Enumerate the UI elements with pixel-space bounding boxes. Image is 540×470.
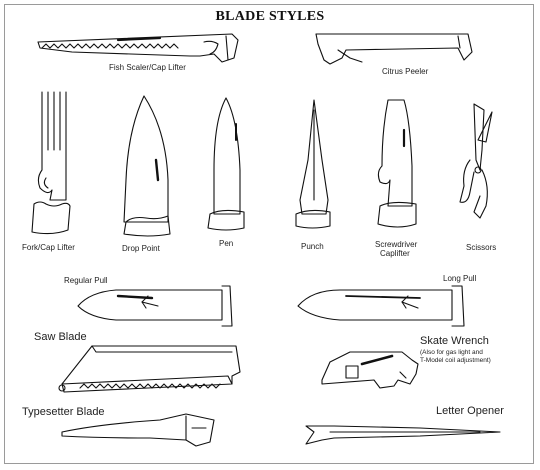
regular-pull-drawing xyxy=(77,285,233,327)
drop-point-drawing xyxy=(123,95,171,237)
page-title: BLADE STYLES xyxy=(215,9,325,24)
label-skate-note-line2: T-Model coil adjustment) xyxy=(420,357,491,364)
label-pen: Pen xyxy=(219,239,234,248)
label-fork: Fork/Cap Lifter xyxy=(22,243,75,252)
label-fish-scaler: Fish Scaler/Cap Lifter xyxy=(109,63,186,72)
punch-drawing xyxy=(295,99,331,229)
label-long-pull: Long Pull xyxy=(443,274,477,283)
label-drop-point: Drop Point xyxy=(122,244,160,253)
typesetter-drawing xyxy=(61,413,215,447)
label-scissors: Scissors xyxy=(466,243,497,252)
screwdriver-drawing xyxy=(377,99,417,228)
label-typesetter: Typesetter Blade xyxy=(22,406,105,418)
pen-drawing xyxy=(207,97,245,231)
label-screwdriver-line1: Screwdriver xyxy=(375,240,418,249)
label-citrus-peeler: Citrus Peeler xyxy=(382,67,429,76)
fish-scaler-drawing xyxy=(37,33,239,63)
label-regular-pull: Regular Pull xyxy=(64,276,108,285)
label-saw-blade: Saw Blade xyxy=(34,331,87,343)
long-pull-drawing xyxy=(297,285,465,327)
label-letter-opener: Letter Opener xyxy=(436,405,504,417)
diagram-frame xyxy=(4,4,534,464)
label-skate-wrench: Skate Wrench xyxy=(420,335,489,347)
label-skate-note-line1: (Also for gas light and xyxy=(420,349,483,356)
fork-drawing xyxy=(31,91,71,235)
citrus-peeler-drawing xyxy=(315,33,473,65)
label-punch: Punch xyxy=(301,242,324,251)
letter-opener-drawing xyxy=(305,425,501,445)
saw-blade-drawing xyxy=(58,345,241,393)
scissors-drawing xyxy=(459,103,493,219)
label-screwdriver-line2: Caplifter xyxy=(380,249,410,258)
skate-wrench-drawing xyxy=(321,351,419,389)
